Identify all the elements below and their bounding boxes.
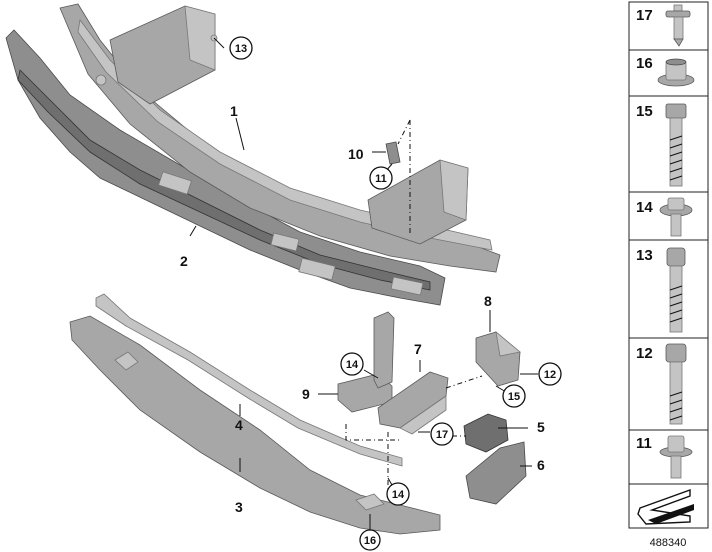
vertical-bracket	[373, 311, 395, 389]
socket-bolt-icon	[665, 343, 687, 425]
exploded-view: 1 2 3 4 5 6 7 8 9 10 13 11 12 14 15	[5, 3, 562, 551]
svg-text:13: 13	[636, 247, 653, 264]
part-2-absorber	[5, 29, 446, 306]
panel-cell-15[interactable]: 15	[628, 95, 709, 193]
svg-text:6: 6	[537, 457, 545, 473]
svg-text:16: 16	[364, 535, 376, 547]
svg-text:11: 11	[375, 173, 387, 185]
panel-cell-17[interactable]: 17	[628, 1, 709, 51]
part-8-bracket	[475, 331, 521, 387]
circled-callout-15: 15	[502, 384, 526, 408]
panel-cell-arrow[interactable]	[628, 483, 709, 529]
callout-6: 6	[537, 457, 545, 473]
svg-text:10: 10	[348, 146, 364, 162]
part-6-rubber-block	[465, 441, 527, 505]
direction-arrow-icon	[637, 489, 694, 525]
svg-text:12: 12	[636, 345, 653, 362]
part-7-strut	[377, 371, 449, 435]
svg-text:8: 8	[484, 293, 492, 309]
svg-text:15: 15	[636, 103, 653, 120]
svg-text:15: 15	[508, 391, 520, 403]
svg-text:3: 3	[235, 499, 243, 515]
svg-text:17: 17	[636, 7, 653, 24]
part-4-cross-rod	[95, 293, 403, 467]
callout-2: 2	[180, 253, 188, 269]
svg-text:11: 11	[636, 435, 652, 452]
callout-1: 1	[230, 103, 238, 119]
circled-callout-12: 12	[538, 362, 562, 386]
svg-text:2: 2	[180, 253, 188, 269]
circled-callout-11: 11	[369, 166, 393, 190]
fastener-panel: 17 16 15	[628, 1, 709, 549]
svg-text:12: 12	[544, 369, 556, 381]
svg-text:9: 9	[302, 386, 310, 402]
document-id: 488340	[650, 537, 687, 549]
part-3-underbody-panel	[69, 315, 441, 535]
circled-callout-13: 13	[229, 36, 253, 60]
svg-text:1: 1	[230, 103, 238, 119]
callout-5: 5	[537, 419, 545, 435]
panel-cell-13[interactable]: 13	[628, 239, 709, 339]
washer-screw-icon	[659, 197, 693, 237]
panel-cell-12[interactable]: 12	[628, 337, 709, 431]
svg-text:16: 16	[636, 55, 653, 72]
circled-callout-14-upper: 14	[340, 352, 364, 376]
circled-callout-17: 17	[430, 422, 454, 446]
callout-10: 10	[348, 146, 364, 162]
hex-bolt-icon	[665, 103, 687, 187]
part-5-bump-stop	[463, 413, 509, 453]
svg-text:14: 14	[346, 359, 359, 371]
hex-flange-screw-icon	[659, 435, 693, 479]
svg-text:17: 17	[436, 429, 448, 441]
svg-text:14: 14	[636, 199, 653, 216]
svg-text:14: 14	[392, 489, 405, 501]
svg-text:13: 13	[235, 43, 247, 55]
panel-cell-14[interactable]: 14	[628, 191, 709, 241]
rivet-icon	[665, 4, 691, 47]
callout-4: 4	[235, 417, 243, 433]
flange-nut-icon	[657, 58, 695, 87]
svg-text:5: 5	[537, 419, 545, 435]
svg-text:4: 4	[235, 417, 243, 433]
circled-callout-16: 16	[359, 529, 381, 551]
callout-8: 8	[484, 293, 492, 309]
socket-bolt-long-icon	[666, 247, 686, 333]
callout-9: 9	[302, 386, 310, 402]
panel-cell-11[interactable]: 11	[628, 429, 709, 485]
callout-3: 3	[235, 499, 243, 515]
callout-7: 7	[414, 341, 422, 357]
part-1-carrier	[59, 3, 501, 273]
panel-cell-16[interactable]: 16	[628, 49, 709, 97]
part-10-clip	[385, 141, 401, 165]
circled-callout-14-lower: 14	[386, 482, 410, 506]
svg-text:7: 7	[414, 341, 422, 357]
